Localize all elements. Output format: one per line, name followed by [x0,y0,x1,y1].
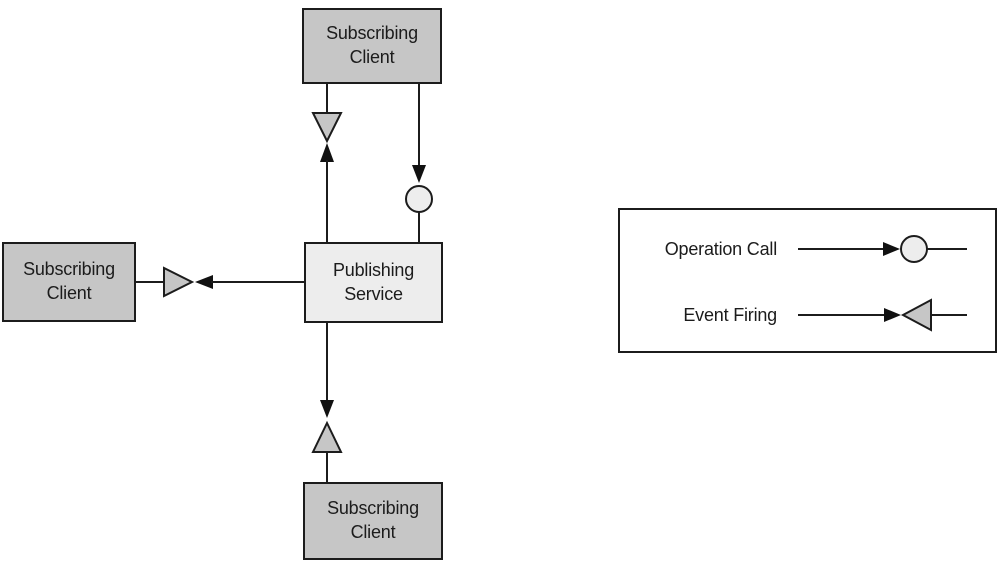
legend-row-operation-call: Operation Call [620,216,995,282]
node-label: Subscribing Client [326,23,418,67]
legend-box: Operation Call Event Firing [618,208,997,353]
operation-call-circle-icon [900,235,928,263]
node-label: Publishing Service [332,259,415,304]
legend-label: Event Firing [683,304,777,325]
node-label: Subscribing Client [23,259,115,303]
arrowhead-left-icon [195,275,213,289]
arrowhead-right-icon [883,242,900,256]
node-subscribing-client-bottom: Subscribing Client [303,482,443,560]
node-publishing-service: Publishing Service [304,242,443,323]
arrowhead-up-icon [320,143,334,162]
node-subscribing-client-left: Subscribing Client [2,242,136,322]
event-firing-triangle-icon [311,420,343,453]
legend-label: Operation Call [664,238,777,259]
legend-row-event-firing: Event Firing [620,282,995,348]
arrowhead-down-icon [320,400,334,418]
arrowhead-right-icon [884,308,901,322]
arrowhead-down-icon [412,165,426,183]
operation-call-circle-icon [405,185,433,213]
node-label: Subscribing Client [327,498,419,542]
event-firing-triangle-icon [900,298,932,332]
event-firing-triangle-icon [163,266,195,298]
event-firing-symbol-icon [798,298,967,332]
node-subscribing-client-top: Subscribing Client [302,8,442,84]
operation-call-symbol-icon [798,235,967,263]
event-firing-triangle-icon [311,112,343,144]
